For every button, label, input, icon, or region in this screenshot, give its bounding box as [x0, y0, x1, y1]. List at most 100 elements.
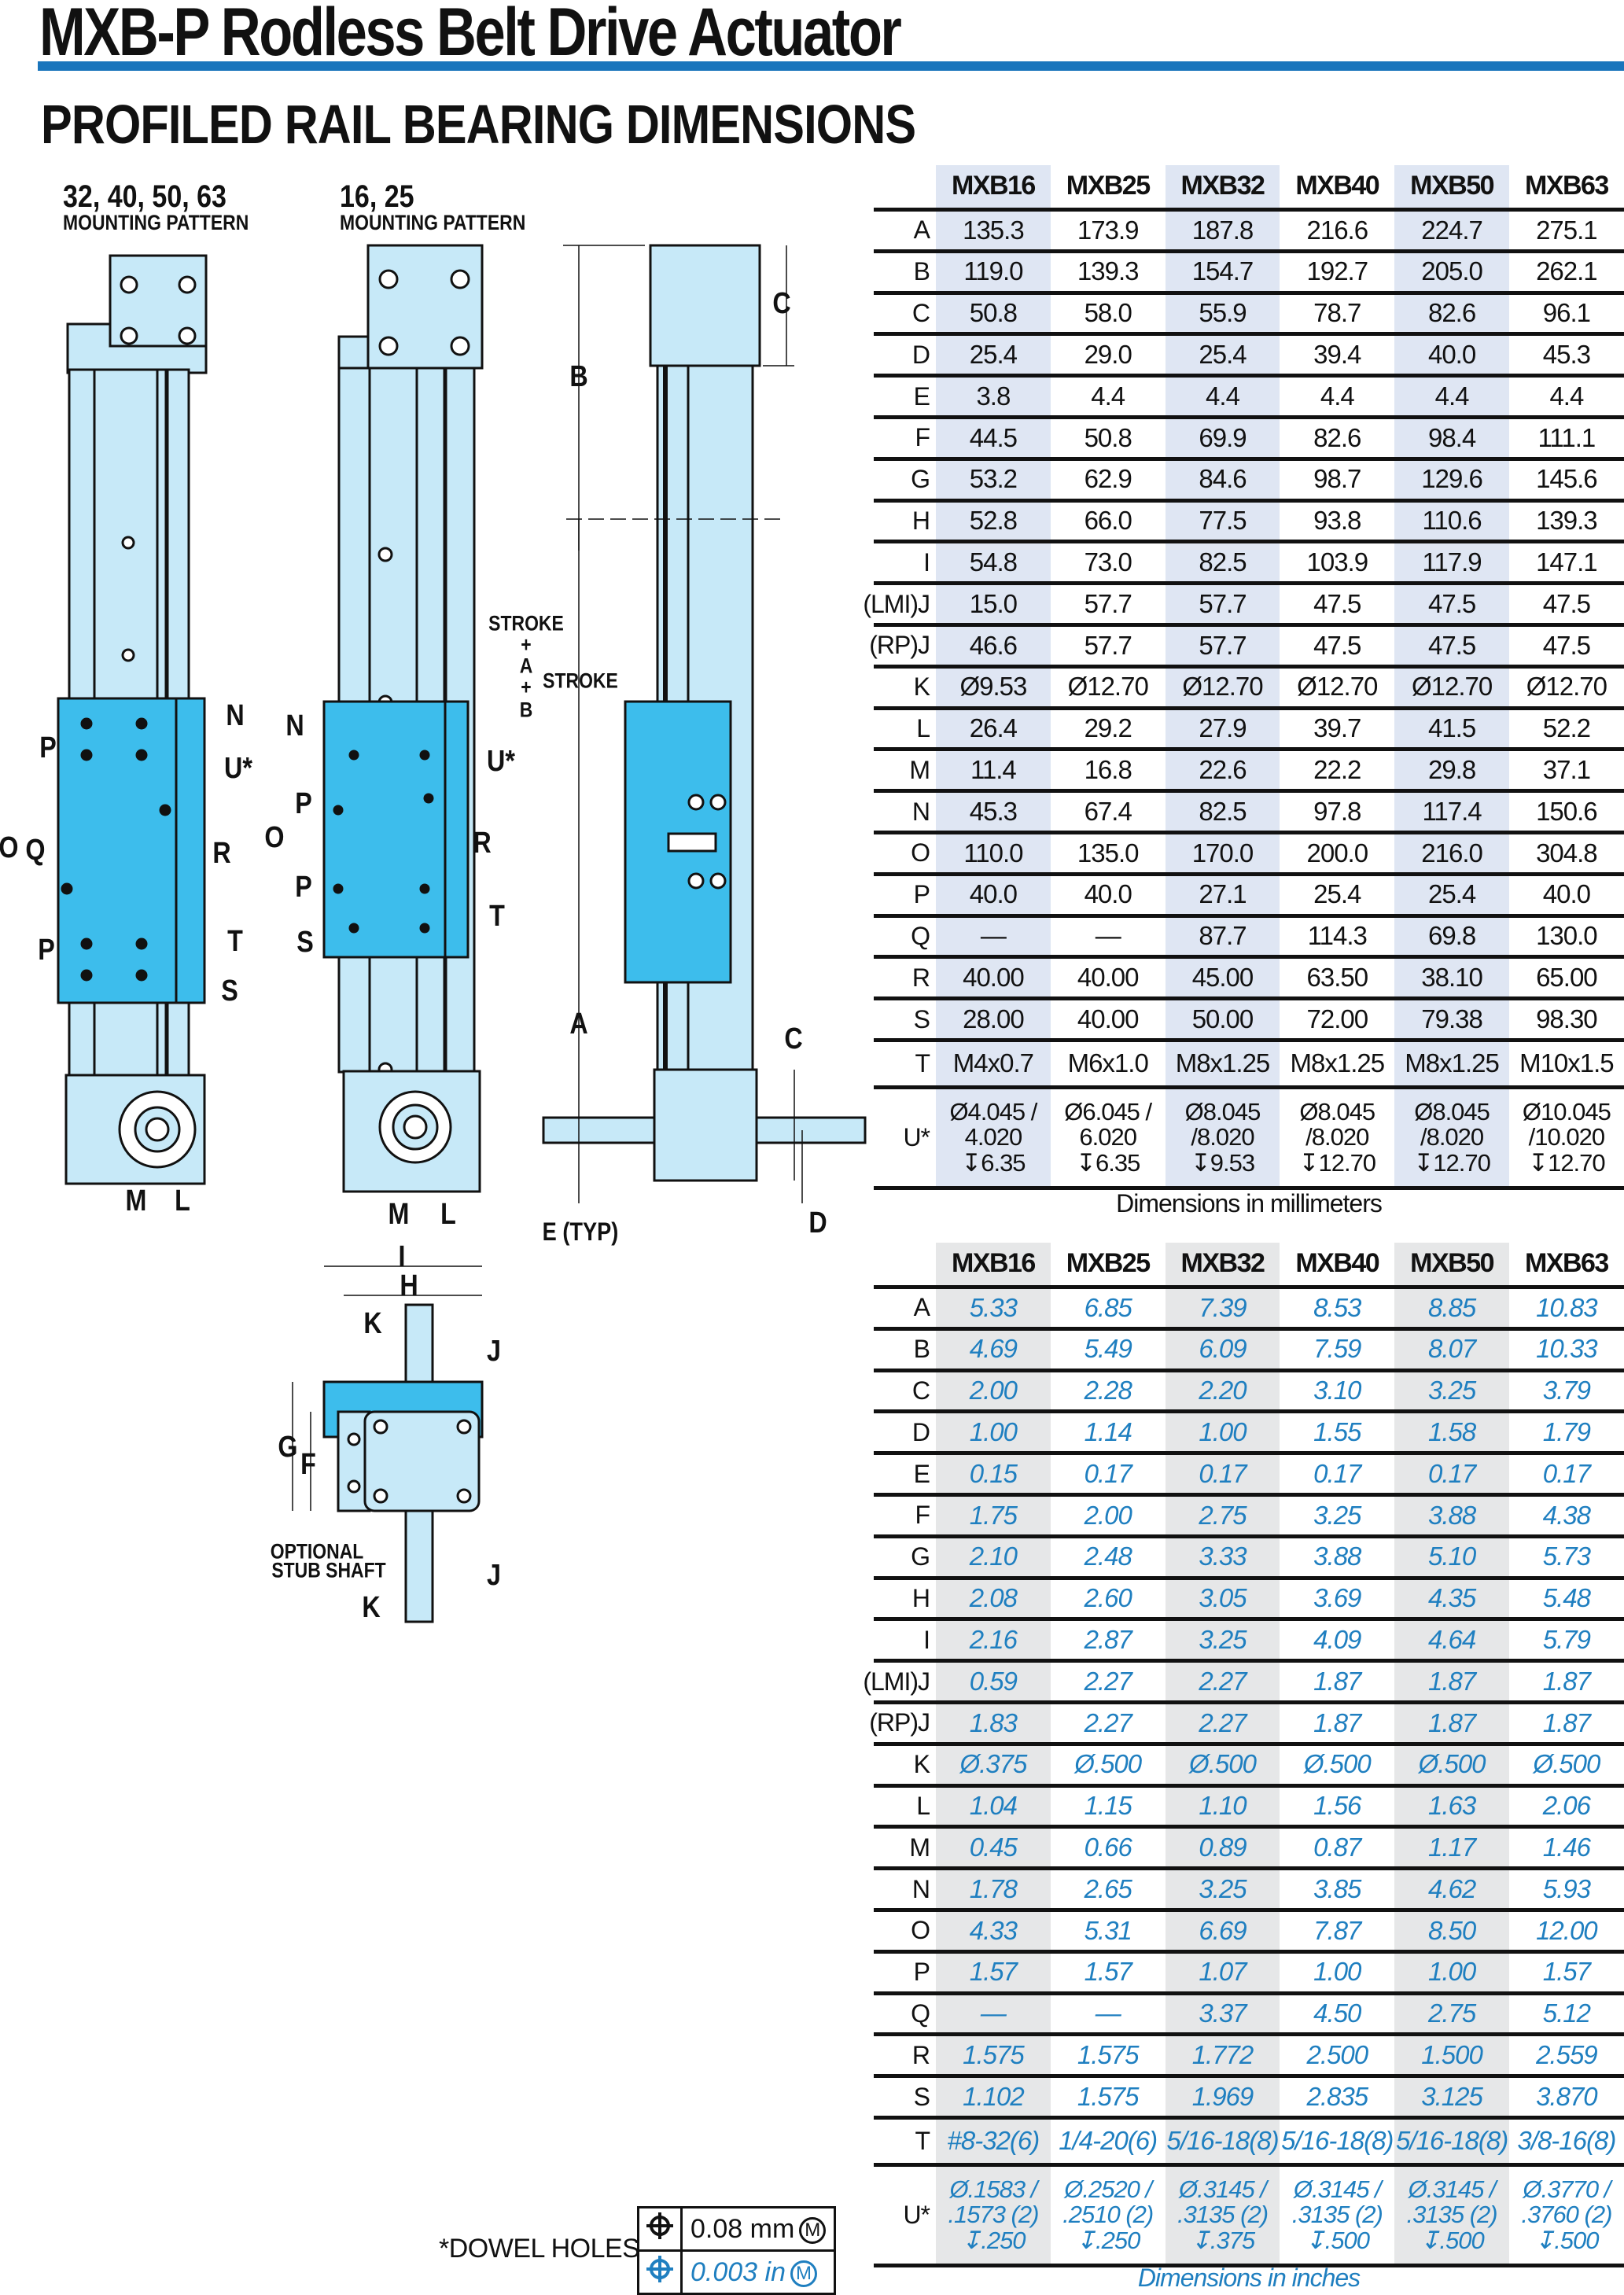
table-cell: 10.83 — [1536, 1292, 1598, 1322]
row-label: Q — [911, 921, 930, 950]
table-cell: Ø8.045 /8.020 ↧12.70 — [1394, 1089, 1509, 1186]
table-cell: 5.48 — [1542, 1583, 1591, 1613]
table-cell: 275.1 — [1536, 215, 1598, 245]
table-cell: M8x1.25 — [1165, 1041, 1280, 1085]
table-cell: 5.10 — [1394, 1538, 1509, 1576]
table-cell: 1.17 — [1394, 1829, 1509, 1867]
table-cell: 0.45 — [936, 1829, 1051, 1867]
dim-label-p: P — [295, 787, 312, 820]
table-cell: 72.00 — [1306, 1004, 1368, 1033]
table-cell: 1.00 — [1165, 1413, 1280, 1452]
table-cell: Ø12.70 — [1526, 672, 1607, 702]
dim-label-b: B — [519, 698, 533, 722]
table-cell: 40.00 — [1077, 1004, 1140, 1033]
table-cell: Ø.500 — [1165, 1745, 1280, 1784]
table-cell: 52.2 — [1542, 713, 1591, 743]
table-cell: 1.63 — [1394, 1787, 1509, 1825]
table-cell: 135.3 — [936, 212, 1051, 249]
table-cell: 1.46 — [1542, 1832, 1591, 1862]
table-cell: 4.50 — [1313, 1998, 1361, 2028]
table-cell: 1.79 — [1542, 1416, 1591, 1446]
table-cell: 1.78 — [936, 1870, 1051, 1908]
view2-actuator — [322, 244, 484, 1193]
table-cell: 82.5 — [1165, 793, 1280, 831]
dim-label-stroke: STROKE — [488, 611, 564, 635]
table-cell: 1.500 — [1394, 2036, 1509, 2075]
table-cell: 1.57 — [936, 1953, 1051, 1991]
table-cell: 200.0 — [1306, 838, 1368, 868]
table-cell: 2.835 — [1306, 2081, 1368, 2111]
table-cell: 0.89 — [1165, 1829, 1280, 1867]
table-cell: 5.49 — [1084, 1334, 1132, 1364]
row-label: K — [913, 672, 930, 702]
table-cell: 1.969 — [1165, 2078, 1280, 2116]
row-label: S — [874, 2078, 936, 2116]
table-cell: 1.87 — [1394, 1663, 1509, 1700]
dim-label-s: S — [221, 974, 238, 1008]
table-cell: 0.66 — [1084, 1832, 1132, 1862]
row-label: (RP)J — [869, 1704, 936, 1742]
table-cell: 187.8 — [1165, 212, 1280, 249]
table-cell: 192.7 — [1306, 256, 1368, 286]
row-label: R — [874, 2036, 936, 2075]
table-cell: 11.4 — [936, 751, 1051, 790]
column-header: MXB63 — [1524, 1248, 1609, 1279]
table-cell: 1.87 — [1542, 1707, 1591, 1737]
table-cell: Ø4.045 / 4.020 ↧6.35 — [936, 1089, 1051, 1186]
table-cell: — — [936, 1995, 1051, 2033]
view4-end-view — [292, 1265, 484, 1623]
table-cell: 40.0 — [1542, 879, 1591, 909]
row-label: F — [874, 1496, 936, 1534]
table-cell: 3.25 — [1313, 1500, 1361, 1530]
table-cell: Ø.500 — [1394, 1745, 1509, 1784]
row-label: P — [913, 880, 930, 909]
dowel-holes-note: *DOWEL HOLES — [439, 2234, 640, 2264]
column-header: MXB25 — [1066, 171, 1151, 201]
row-label: H — [874, 1579, 936, 1618]
table-cell: 52.8 — [936, 502, 1051, 540]
table-cell: 25.4 — [1394, 875, 1509, 914]
row-label: (RP)J — [869, 631, 930, 660]
view2-heading: 16, 25 MOUNTING PATTERN — [340, 181, 525, 234]
table-cell: 65.00 — [1536, 962, 1598, 992]
view2-carriage — [322, 700, 470, 959]
row-label: (LMI)J — [863, 1663, 936, 1700]
table-cell: 47.5 — [1394, 626, 1509, 665]
page-title: MXB-P Rodless Belt Drive Actuator — [39, 0, 902, 70]
table-cell: 262.1 — [1536, 256, 1598, 286]
table-cell: 4.38 — [1542, 1500, 1591, 1530]
table-cell: 1.87 — [1313, 1707, 1361, 1737]
table-cell: 1.87 — [1394, 1704, 1509, 1742]
table-cell: 28.00 — [936, 1000, 1051, 1038]
row-label: I — [923, 547, 930, 577]
table-cell: 2.16 — [936, 1621, 1051, 1660]
table-cell: 25.4 — [936, 336, 1051, 374]
table-cell: 3.25 — [1394, 1372, 1509, 1410]
table-cell: Ø.3145 / .3135 (2) ↧.500 — [1394, 2166, 1509, 2264]
row-label: R — [911, 963, 930, 992]
table-cell: 5.73 — [1542, 1542, 1591, 1571]
table-cell: 79.38 — [1394, 1000, 1509, 1038]
dim-label-plus: + — [521, 632, 532, 657]
table-cell: 57.7 — [1084, 588, 1132, 618]
table-cell: Ø8.045 /8.020 ↧12.70 — [1298, 1097, 1377, 1177]
table-cell: 53.2 — [936, 460, 1051, 499]
table-cell: 110.0 — [936, 834, 1051, 872]
row-label: E — [913, 381, 930, 411]
table-cell: 2.08 — [936, 1579, 1051, 1618]
table-cell: 0.15 — [936, 1455, 1051, 1493]
table-cell: 1/4-20(6) — [1059, 2126, 1158, 2156]
table-cell: M4x0.7 — [936, 1041, 1051, 1085]
table-cell: 3.8 — [936, 378, 1051, 415]
row-label: G — [911, 465, 930, 494]
view1-size: 32, 40, 50, 63 — [63, 179, 226, 214]
table-cell: 25.4 — [1313, 879, 1361, 909]
